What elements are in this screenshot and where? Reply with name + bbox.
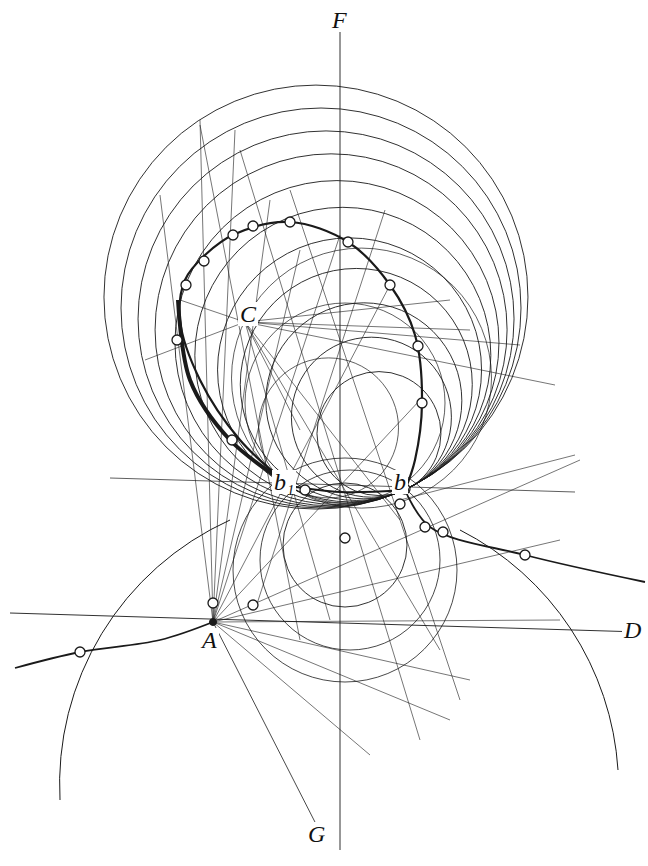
construction-line (180, 300, 245, 322)
construction-line (240, 150, 420, 740)
construction-circle (175, 181, 499, 505)
point-label: G (306, 822, 327, 846)
construction-line (145, 322, 245, 360)
point-marker (172, 335, 182, 345)
construction-line (213, 235, 340, 622)
construction-arc (60, 520, 230, 800)
point-marker (228, 230, 238, 240)
point-marker (395, 499, 405, 509)
construction-line (245, 300, 450, 322)
construction-line (213, 460, 580, 622)
point-marker (75, 647, 85, 657)
construction-line (245, 322, 470, 330)
construction-line (213, 200, 270, 622)
construction-circle (155, 154, 507, 506)
point-dot (210, 619, 217, 626)
locus-curve (180, 222, 423, 490)
point-marker (413, 341, 423, 351)
construction-circle (233, 458, 457, 682)
point-label: C (238, 302, 258, 326)
construction-circle (291, 337, 451, 497)
construction-line (200, 120, 213, 622)
construction-line (213, 622, 370, 755)
point-marker (520, 550, 530, 560)
point-marker (181, 280, 191, 290)
construction-circle (259, 358, 399, 498)
point-marker (340, 533, 350, 543)
point-marker (300, 485, 310, 495)
construction-line (245, 322, 555, 385)
construction-line (200, 125, 300, 640)
construction-circle (104, 85, 528, 509)
construction-arc (460, 530, 618, 770)
construction-line (213, 622, 318, 828)
locus-curve (15, 622, 213, 668)
point-marker (385, 280, 395, 290)
construction-line (213, 130, 235, 622)
construction-circle (138, 131, 514, 507)
construction-line (213, 285, 390, 622)
point-marker (285, 217, 295, 227)
point-marker (417, 398, 427, 408)
construction-line (400, 455, 575, 500)
construction-line (213, 400, 420, 622)
construction-line (213, 622, 450, 720)
construction-line (213, 620, 560, 622)
construction-circle (240, 268, 472, 500)
construction-circle (283, 483, 407, 607)
point-marker (208, 598, 218, 608)
point-label: A (200, 628, 219, 652)
point-label: F (330, 8, 349, 32)
point-marker (248, 600, 258, 610)
construction-line (255, 210, 385, 610)
construction-circle (121, 108, 521, 508)
construction-line (340, 8, 341, 850)
point-marker (438, 527, 448, 537)
construction-circle (195, 207, 491, 503)
point-marker (227, 435, 237, 445)
construction-circle (260, 470, 440, 650)
construction-line (213, 622, 470, 680)
point-marker (343, 237, 353, 247)
construction-line (245, 322, 300, 430)
point-marker (248, 221, 258, 231)
locus-curve (405, 490, 645, 582)
locus-curve (178, 300, 290, 486)
point-label: b (392, 470, 408, 494)
construction-line (213, 540, 560, 622)
construction-line (245, 322, 520, 345)
point-label: b₁ (272, 470, 296, 494)
point-marker (199, 256, 209, 266)
point-label: D (622, 618, 643, 642)
point-marker (420, 522, 430, 532)
